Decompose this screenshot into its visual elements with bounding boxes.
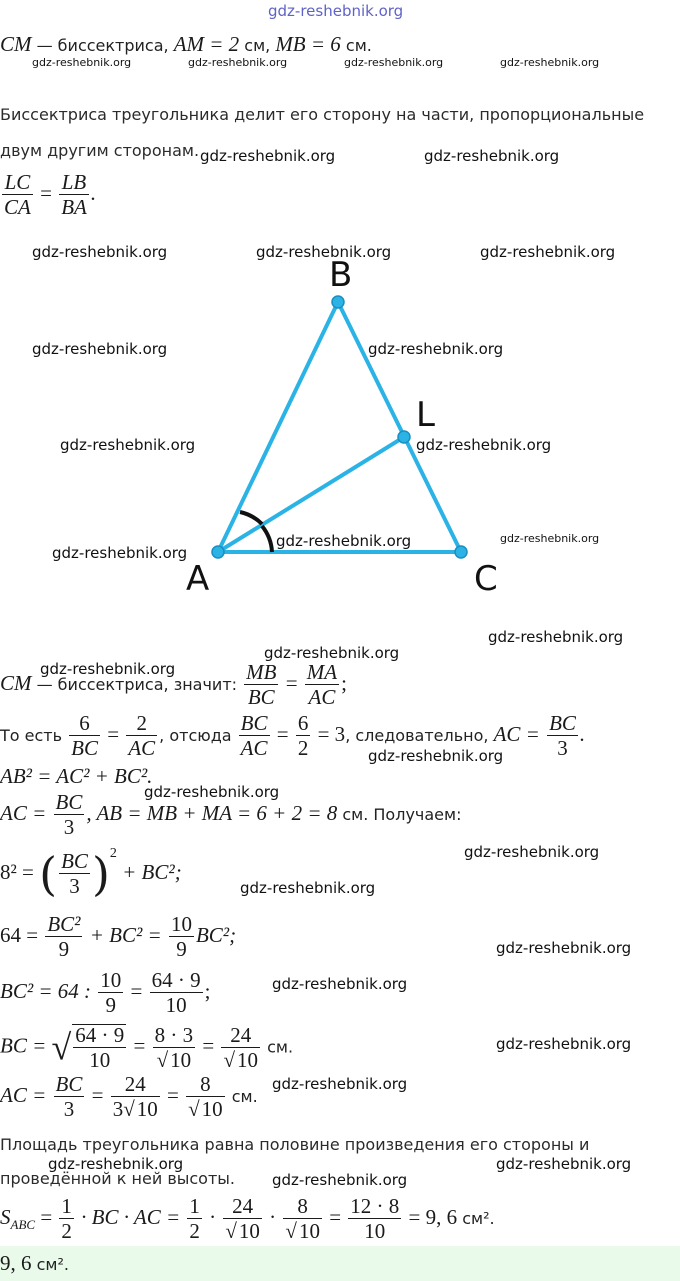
watermark: gdz-reshebnik.org — [464, 843, 600, 861]
watermark: gdz-reshebnik.org — [416, 436, 552, 454]
answer-text: 9, 6 см². — [0, 1251, 69, 1275]
point-l — [397, 430, 411, 444]
watermark: gdz-reshebnik.org — [268, 2, 404, 20]
watermark: gdz-reshebnik.org — [240, 879, 376, 897]
watermark: gdz-reshebnik.org — [200, 147, 336, 165]
watermark: gdz-reshebnik.org — [272, 1075, 408, 1093]
label-a: A — [186, 559, 209, 599]
watermark: gdz-reshebnik.org — [60, 436, 196, 454]
watermark: gdz-reshebnik.org — [264, 644, 400, 662]
watermark: gdz-reshebnik.org — [368, 747, 504, 765]
watermark: gdz-reshebnik.org — [40, 660, 176, 678]
statement-line: CM — биссектриса, AM = 2 см, MB = 6 см. — [0, 32, 372, 57]
angle-arc-2 — [260, 524, 274, 553]
watermark: gdz-reshebnik.org — [276, 532, 412, 550]
vertex-c — [454, 545, 468, 559]
watermark: gdz-reshebnik.org — [496, 1035, 632, 1053]
area-text-line: проведённой к ней высоты. — [0, 1169, 236, 1188]
statement-text: — биссектриса, — [31, 36, 174, 55]
watermark: gdz-reshebnik.org — [48, 1155, 184, 1173]
watermark: gdz-reshebnik.org — [32, 340, 168, 358]
segment-cm: CM — [0, 32, 32, 56]
watermark: gdz-reshebnik.org — [32, 56, 132, 69]
label-b: B — [329, 255, 352, 295]
theory-line: Биссектриса треугольника делит его сторо… — [0, 105, 645, 124]
watermark: gdz-reshebnik.org — [488, 628, 624, 646]
vertex-a — [211, 545, 225, 559]
statement-am: AM = 2 — [173, 32, 240, 56]
watermark: gdz-reshebnik.org — [272, 1171, 408, 1189]
angle-arc-1 — [239, 510, 264, 526]
answer-box: 9, 6 см². — [0, 1246, 680, 1281]
watermark: gdz-reshebnik.org — [368, 340, 504, 358]
side-bc — [336, 300, 463, 554]
bisector-al — [216, 435, 406, 554]
watermark: gdz-reshebnik.org — [32, 243, 168, 261]
label-c: C — [474, 559, 498, 599]
watermark: gdz-reshebnik.org — [500, 56, 600, 69]
watermark: gdz-reshebnik.org — [188, 56, 288, 69]
solution-line-3: AB² = AC² + BC². — [0, 764, 153, 788]
triangle-diagram: A B C L — [186, 255, 498, 599]
area-text-line: Площадь треугольника равна половине прои… — [0, 1135, 590, 1154]
watermark: gdz-reshebnik.org — [272, 975, 408, 993]
vertex-b — [331, 295, 345, 309]
watermark: gdz-reshebnik.org — [144, 783, 280, 801]
watermark: gdz-reshebnik.org — [424, 147, 560, 165]
watermark: gdz-reshebnik.org — [500, 532, 600, 545]
watermark: gdz-reshebnik.org — [480, 243, 616, 261]
watermark: gdz-reshebnik.org — [52, 544, 188, 562]
watermark: gdz-reshebnik.org — [256, 243, 392, 261]
watermark: gdz-reshebnik.org — [496, 939, 632, 957]
watermark: gdz-reshebnik.org — [344, 56, 444, 69]
statement-unit: см. — [340, 36, 372, 55]
statement-mb: MB = 6 — [275, 32, 341, 56]
watermark: gdz-reshebnik.org — [496, 1155, 632, 1173]
label-l: L — [416, 395, 435, 435]
side-ab — [216, 300, 340, 554]
statement-unit: см, — [239, 36, 276, 55]
theory-line: двум другим сторонам. — [0, 141, 200, 160]
